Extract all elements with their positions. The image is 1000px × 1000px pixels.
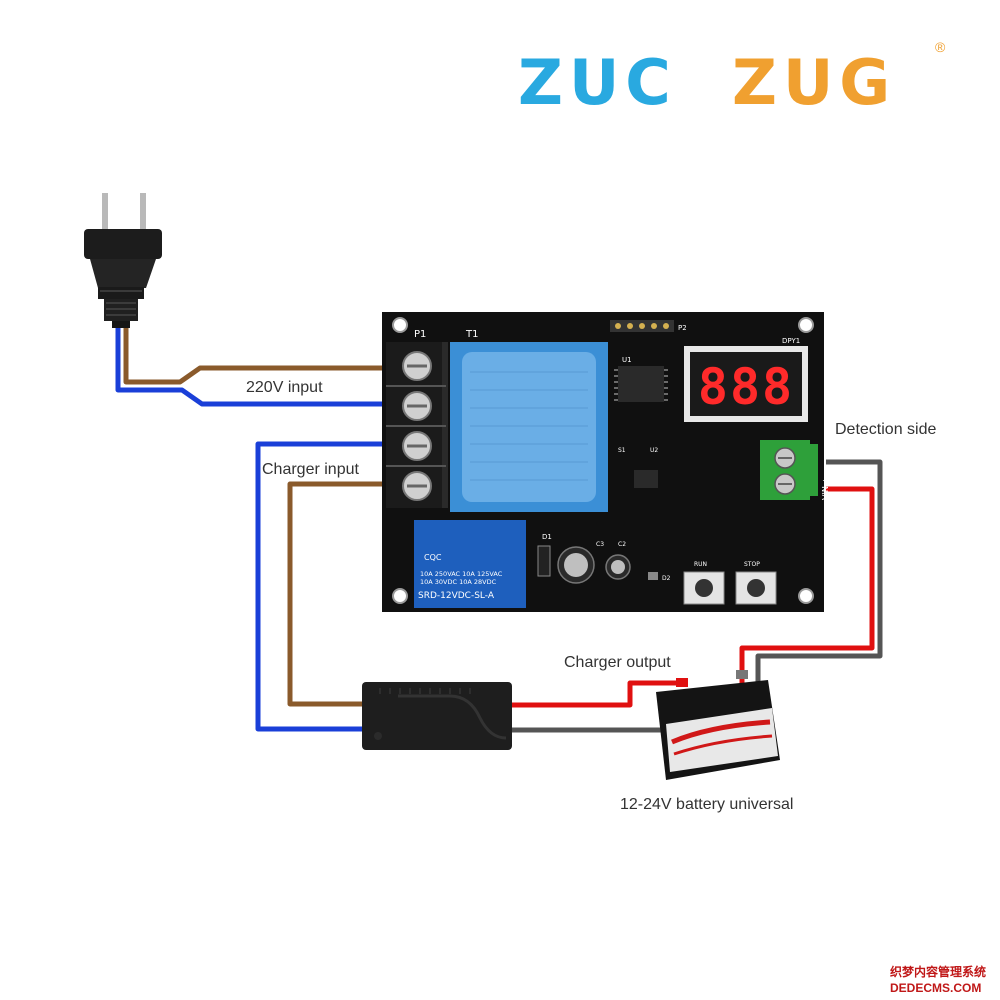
wire-charger-input-live (287, 481, 386, 707)
terminal-screws (402, 351, 432, 501)
transformer-t1 (450, 342, 608, 512)
label-d1: D1 (542, 533, 552, 541)
label-c3: C3 (596, 541, 604, 548)
watermark: 织梦内容管理系统 DEDECMS.COM (890, 964, 986, 995)
wire-charger-input-neutral (255, 441, 386, 732)
run-button-label: RUN (694, 561, 707, 568)
label-dpy1: DPY1 (782, 337, 800, 345)
relay: CQC 10A 250VAC 10A 125VAC 10A 30VDC 10A … (414, 520, 526, 608)
led-display-dpy1: DPY1 888 (684, 337, 808, 422)
battery (656, 670, 780, 780)
ic-u1: U1 (614, 356, 668, 402)
relay-brand: CQC (424, 553, 442, 562)
label-c2: C2 (618, 541, 626, 548)
display-readout: 888 (698, 358, 794, 416)
registered-mark: ® (935, 39, 946, 55)
capacitor-c2: C2 (605, 541, 631, 580)
capacitor-c3: C3 (557, 541, 604, 584)
wire-detection-positive (739, 486, 875, 684)
screw-terminal-block (386, 342, 448, 508)
relay-rating-ac: 10A 250VAC 10A 125VAC (420, 570, 503, 578)
label-d2: D2 (662, 575, 671, 582)
brand-logo: ZUC ZUG ® (518, 39, 946, 119)
stop-button-label: STOP (744, 561, 760, 568)
charger-unit (362, 682, 512, 750)
label-battery: 12-24V battery universal (620, 796, 793, 813)
brand-logo-part1: ZUC (518, 46, 677, 119)
label-u1: U1 (622, 356, 632, 364)
label-detection-side: Detection side (835, 421, 936, 438)
mounting-holes (392, 317, 814, 604)
wire-detection-negative (755, 459, 883, 670)
label-220v-input: 220V input (246, 379, 323, 396)
label-charger-input: Charger input (262, 461, 360, 478)
power-plug (84, 193, 162, 328)
watermark-en: DEDECMS.COM (890, 981, 981, 995)
relay-rating-dc: 10A 30VDC 10A 28VDC (420, 578, 497, 586)
label-detect-pins: VIN + - (821, 471, 830, 500)
header-p2: P2 (610, 320, 687, 332)
control-board: P1 T1 (382, 312, 830, 612)
watermark-cn: 织梦内容管理系统 (890, 964, 986, 979)
wire-live (123, 325, 386, 385)
label-t1: T1 (465, 329, 478, 340)
label-p1: P1 (414, 329, 426, 340)
wire-neutral (115, 325, 386, 407)
brand-logo-part2: ZUG (732, 46, 896, 119)
stop-button[interactable]: STOP (735, 561, 777, 605)
detection-terminal: VIN + - (760, 440, 830, 500)
run-button[interactable]: RUN (683, 561, 725, 605)
label-p2: P2 (678, 324, 687, 332)
label-charger-output: Charger output (564, 654, 671, 671)
relay-model: SRD-12VDC-SL-A (418, 591, 495, 601)
wire-charger-output-positive (512, 680, 684, 708)
label-s1: S1 (618, 447, 626, 454)
label-u2: U2 (650, 447, 658, 454)
